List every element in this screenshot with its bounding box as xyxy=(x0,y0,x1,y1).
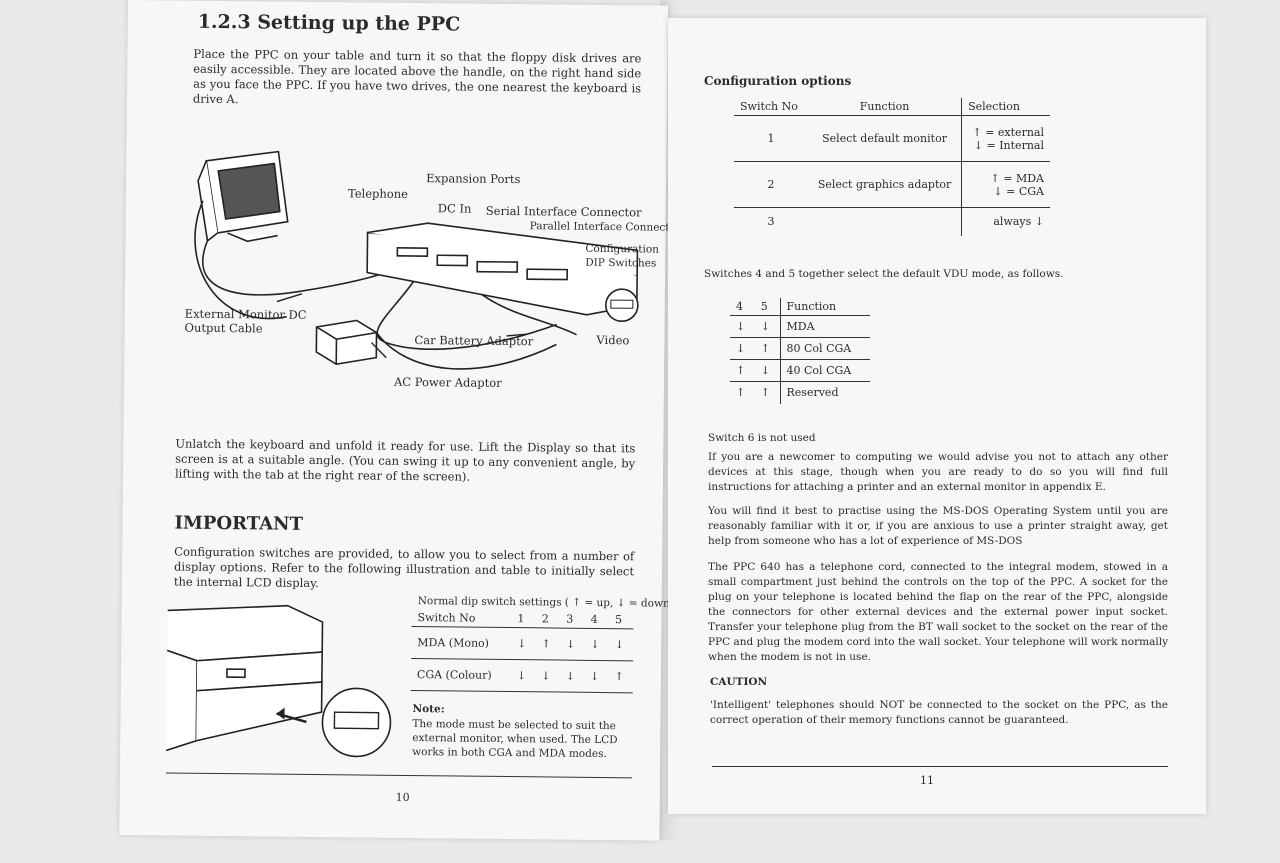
label-external-monitor: External Monitor DC xyxy=(184,306,307,322)
config-function: Select default monitor xyxy=(822,132,947,145)
vdu-cell: ↓ xyxy=(736,320,746,333)
config-selection: ↑ = external xyxy=(972,125,1045,139)
vdu-text: Switches 4 and 5 together select the def… xyxy=(704,268,1064,280)
dip-cell: ↓ xyxy=(565,637,576,651)
caution-text: 'Intelligent' telephones should NOT be c… xyxy=(710,699,1168,726)
vdu-mode-table: 4 5 Function ↓ ↓ MDA ↓ ↑ 80 Col CGA ↑ ↓ … xyxy=(730,298,870,404)
vdu-function: Reserved xyxy=(779,381,870,404)
label-configuration: Configuration xyxy=(585,242,660,256)
vdu-header-5: 5 xyxy=(760,300,768,313)
label-dip-switches: DIP Switches xyxy=(585,256,657,270)
label-parallel: Parallel Interface Connector xyxy=(529,220,681,234)
vdu-cell: ↓ xyxy=(760,320,770,333)
dip-header-2: 2 xyxy=(541,612,549,626)
dip-cell: ↓ xyxy=(541,669,551,683)
vdu-cell: ↑ xyxy=(736,364,746,377)
label-car-battery: Car Battery Adaptor xyxy=(414,333,534,349)
note-text: The mode must be selected to suit the ex… xyxy=(412,718,618,761)
dip-row-label: MDA (Mono) xyxy=(417,636,490,650)
newcomer-paragraph: If you are a newcomer to computing we wo… xyxy=(708,451,1168,493)
ac-adaptor-illustration xyxy=(315,319,378,366)
footer-rule xyxy=(712,766,1168,767)
dip-caption: Normal dip switch settings ( ↑ = up, ↓ =… xyxy=(417,595,674,610)
config-function: Select graphics adaptor xyxy=(817,178,952,191)
vdu-cell: ↑ xyxy=(736,386,746,400)
vdu-function: 80 Col CGA xyxy=(779,337,870,360)
dip-switch-illustration xyxy=(166,604,392,758)
label-video: Video xyxy=(596,332,630,348)
page-number-left: 10 xyxy=(395,790,410,804)
dip-cell: ↓ xyxy=(614,638,625,652)
dip-settings-table: Switch No 1 2 3 4 5 MDA (Mono) ↓ ↑ ↓ ↓ ↓… xyxy=(410,609,634,693)
config-heading: Configuration options xyxy=(704,74,852,88)
vdu-header-function: Function xyxy=(779,298,870,316)
right-page: Configuration options Switch No Function… xyxy=(668,18,1206,814)
config-switch-no: 3 xyxy=(767,215,775,229)
important-paragraph: Configuration switches are provided, to … xyxy=(173,544,635,591)
config-header-switch: Switch No xyxy=(740,100,798,113)
vdu-cell: ↑ xyxy=(760,342,770,355)
config-switch-no: 1 xyxy=(767,132,775,145)
dip-header-5: 5 xyxy=(615,613,623,627)
section-heading: 1.2.3 Setting up the PPC xyxy=(197,10,461,36)
config-header-selection: Selection xyxy=(961,98,1050,116)
ppc-setup-illustration xyxy=(194,150,639,370)
dip-cell: ↓ xyxy=(517,637,527,651)
label-expansion-ports: Expansion Ports xyxy=(426,171,521,187)
dip-cell: ↑ xyxy=(614,670,624,684)
label-ac-power: AC Power Adaptor xyxy=(393,374,502,390)
config-selection: ↓ = Internal xyxy=(973,138,1044,152)
dip-cell: ↓ xyxy=(589,669,600,683)
caution-heading: CAUTION xyxy=(710,676,768,688)
config-selection: ↓ = CGA xyxy=(993,184,1044,198)
dip-cell: ↓ xyxy=(516,669,527,683)
footer-rule xyxy=(165,772,632,779)
label-output-cable: Output Cable xyxy=(184,320,263,336)
dip-cell: ↓ xyxy=(590,637,600,651)
unlatch-paragraph: Unlatch the keyboard and unfold it ready… xyxy=(174,436,636,484)
important-heading: IMPORTANT xyxy=(174,512,304,535)
vdu-cell: ↑ xyxy=(760,386,770,400)
intro-paragraph: Place the PPC on your table and turn it … xyxy=(192,46,642,107)
label-telephone: Telephone xyxy=(347,186,409,201)
dip-header-switch: Switch No xyxy=(417,611,476,625)
vdu-function: MDA xyxy=(779,315,870,338)
msdos-paragraph: You will find it best to practise using … xyxy=(708,505,1168,547)
note-label: Note: xyxy=(412,703,445,716)
dip-cell: ↓ xyxy=(565,669,575,683)
vdu-cell: ↓ xyxy=(760,364,770,377)
config-header-function: Function xyxy=(859,100,910,113)
config-selection: always ↓ xyxy=(961,207,1050,236)
dip-header-3: 3 xyxy=(566,612,574,626)
dip-header-1: 1 xyxy=(517,612,525,626)
config-selection: ↑ = MDA xyxy=(990,171,1044,185)
label-serial: Serial Interface Connector xyxy=(485,203,642,220)
telephone-paragraph: The PPC 640 has a telephone cord, connec… xyxy=(708,561,1168,663)
dip-cell: ↑ xyxy=(541,637,551,651)
config-function xyxy=(808,208,962,236)
page-number-right: 11 xyxy=(920,774,934,787)
dip-header-4: 4 xyxy=(590,612,598,626)
left-page: 1.2.3 Setting up the PPC Place the PPC o… xyxy=(119,0,681,841)
config-switch-no: 2 xyxy=(767,178,775,191)
vdu-function: 40 Col CGA xyxy=(779,359,870,382)
vdu-header-4: 4 xyxy=(736,300,743,313)
vdu-cell: ↓ xyxy=(736,342,746,355)
label-dc-in: DC In xyxy=(437,201,472,216)
dip-row-label: CGA (Colour) xyxy=(416,668,492,682)
config-options-table: Switch No Function Selection 1 Select de… xyxy=(734,98,1050,236)
switch6-text: Switch 6 is not used xyxy=(708,432,816,444)
monitor-illustration xyxy=(197,150,289,243)
